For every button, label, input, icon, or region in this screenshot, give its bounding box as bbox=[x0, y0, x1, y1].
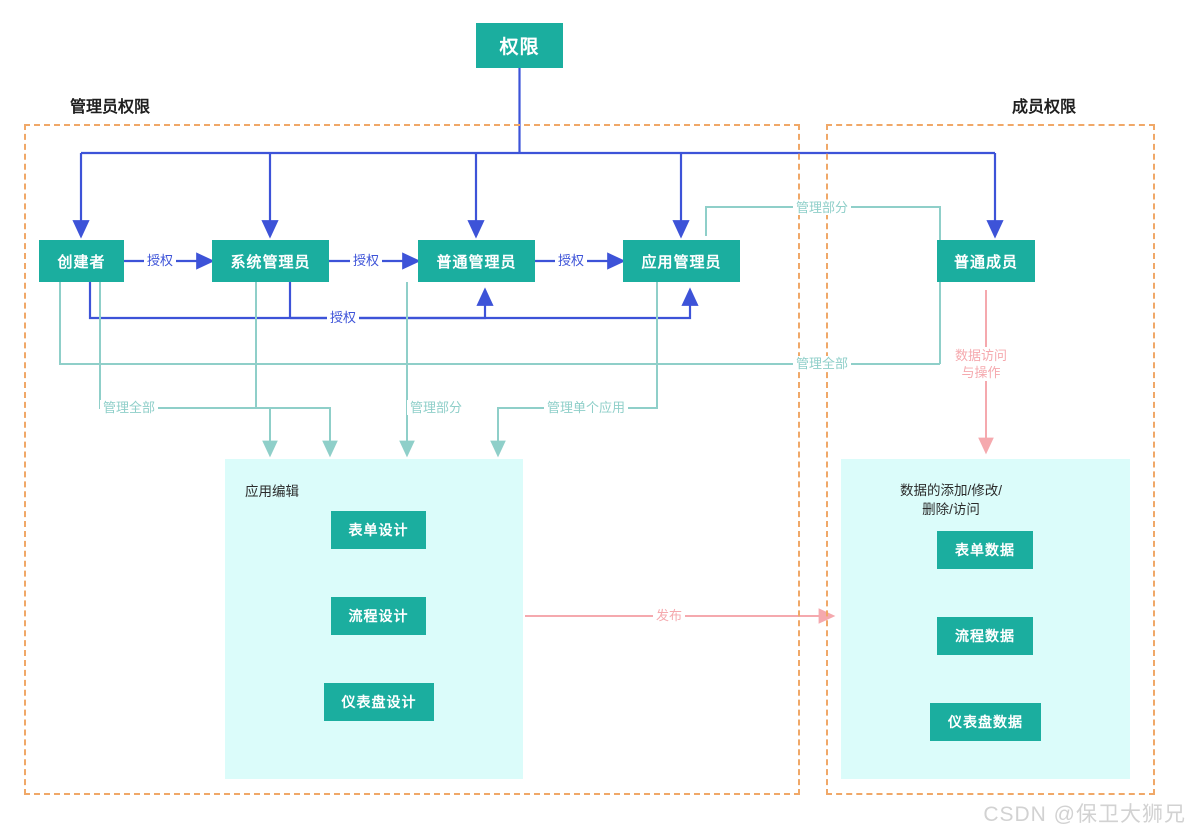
panel-app-edit-caption: 应用编辑 bbox=[245, 484, 299, 499]
zone-member-permissions-title: 成员权限 bbox=[1012, 99, 1077, 116]
edge-label-authorize-3: 授权 bbox=[555, 253, 588, 268]
node-role-app-admin[interactable]: 应用管理员 bbox=[623, 240, 740, 282]
node-role-normal-member[interactable]: 普通成员 bbox=[937, 240, 1035, 282]
node-role-creator[interactable]: 创建者 bbox=[39, 240, 124, 282]
node-role-normal-admin[interactable]: 普通管理员 bbox=[418, 240, 535, 282]
node-process-data[interactable]: 流程数据 bbox=[937, 617, 1033, 655]
csdn-watermark: CSDN @保卫大狮兄 bbox=[983, 803, 1186, 826]
edge-label-manage-all-left: 管理全部 bbox=[100, 400, 159, 415]
zone-admin-permissions bbox=[24, 124, 800, 795]
edge-label-manage-part-left: 管理部分 bbox=[407, 400, 466, 415]
node-permission-root[interactable]: 权限 bbox=[476, 23, 563, 68]
node-form-design[interactable]: 表单设计 bbox=[331, 511, 426, 549]
edge-label-authorize-2: 授权 bbox=[350, 253, 383, 268]
node-role-sys-admin[interactable]: 系统管理员 bbox=[212, 240, 329, 282]
edge-label-manage-all-right: 管理全部 bbox=[793, 356, 852, 371]
edge-label-publish: 发布 bbox=[653, 608, 686, 623]
edge-label-manage-part-right: 管理部分 bbox=[793, 200, 852, 215]
zone-member-permissions bbox=[826, 124, 1155, 795]
edge-label-authorize-1: 授权 bbox=[144, 253, 177, 268]
edge-label-authorize-4: 授权 bbox=[327, 310, 360, 325]
node-form-data[interactable]: 表单数据 bbox=[937, 531, 1033, 569]
edge-label-data-access: 数据访问 与操作 bbox=[952, 347, 1011, 381]
edge-label-manage-single-app: 管理单个应用 bbox=[544, 400, 629, 415]
node-dashboard-design[interactable]: 仪表盘设计 bbox=[324, 683, 434, 721]
node-dashboard-data[interactable]: 仪表盘数据 bbox=[930, 703, 1041, 741]
zone-admin-permissions-title: 管理员权限 bbox=[70, 99, 151, 116]
node-process-design[interactable]: 流程设计 bbox=[331, 597, 426, 635]
panel-data-ops-caption: 数据的添加/修改/ 删除/访问 bbox=[899, 483, 1002, 517]
